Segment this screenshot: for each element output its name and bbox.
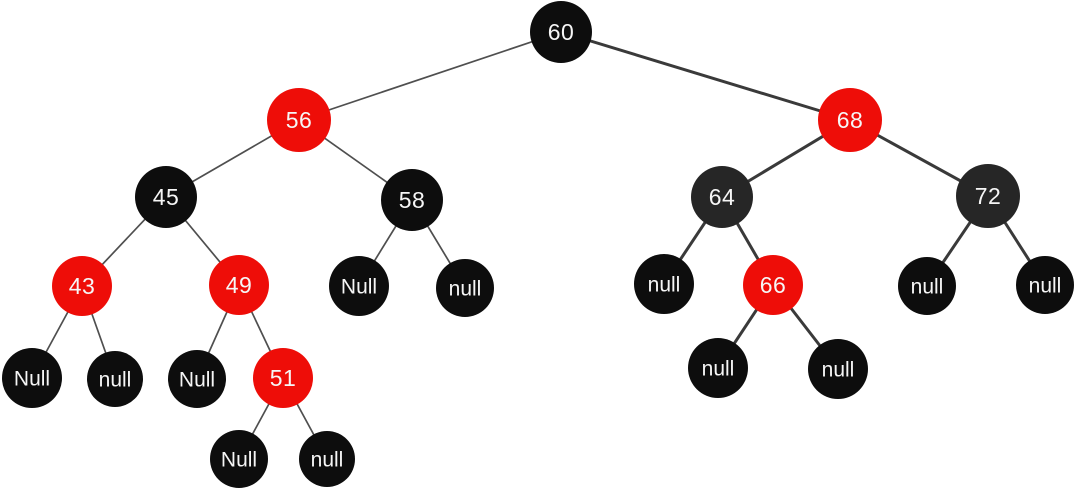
tree-node-null43R: null bbox=[87, 351, 143, 407]
node-label: 66 bbox=[760, 272, 787, 298]
tree-node-null58L: Null bbox=[329, 256, 389, 316]
node-circle-null bbox=[329, 256, 389, 316]
tree-node-null66L: null bbox=[688, 338, 748, 398]
node-circle-null bbox=[168, 350, 226, 408]
node-circle-null bbox=[808, 339, 868, 399]
node-circle-66 bbox=[743, 255, 803, 315]
node-label: 43 bbox=[69, 273, 96, 299]
tree-node-null49L: Null bbox=[168, 350, 226, 408]
node-circle-null bbox=[1016, 256, 1074, 314]
node-label: 68 bbox=[837, 107, 864, 133]
node-label: null bbox=[648, 273, 681, 296]
node-label: 51 bbox=[270, 365, 297, 391]
tree-node-null43L: Null bbox=[2, 348, 62, 408]
node-label: 60 bbox=[548, 19, 575, 45]
node-label: 49 bbox=[226, 272, 253, 298]
tree-edge-n60-n56 bbox=[298, 31, 562, 121]
node-label: Null bbox=[179, 368, 215, 391]
node-circle-64 bbox=[691, 166, 753, 228]
node-label: null bbox=[449, 277, 482, 300]
node-label: 64 bbox=[709, 184, 736, 210]
tree-edge-n60-n68 bbox=[559, 30, 852, 122]
tree-node-null72L: null bbox=[898, 257, 956, 315]
node-circle-null bbox=[299, 431, 355, 487]
node-label: null bbox=[1029, 274, 1062, 297]
tree-node-n49: 49 bbox=[209, 255, 269, 315]
tree-node-n60: 60 bbox=[530, 1, 592, 63]
tree-node-n66: 66 bbox=[743, 255, 803, 315]
tree-node-null64L: null bbox=[634, 254, 694, 314]
node-label: 45 bbox=[153, 184, 180, 210]
node-label: Null bbox=[341, 275, 377, 298]
node-circle-null bbox=[634, 254, 694, 314]
node-circle-null bbox=[898, 257, 956, 315]
tree-node-n58: 58 bbox=[381, 169, 443, 231]
node-label: 58 bbox=[399, 187, 426, 213]
tree-node-null51L: Null bbox=[210, 430, 268, 488]
node-circle-null bbox=[436, 259, 494, 317]
tree-node-n72: 72 bbox=[956, 164, 1020, 228]
tree-node-null58R: null bbox=[436, 259, 494, 317]
node-circle-45 bbox=[135, 166, 197, 228]
node-circle-null bbox=[2, 348, 62, 408]
node-circle-49 bbox=[209, 255, 269, 315]
node-label: null bbox=[702, 357, 735, 380]
tree-node-null66R: null bbox=[808, 339, 868, 399]
node-label: 72 bbox=[975, 183, 1002, 209]
tree-node-n45: 45 bbox=[135, 166, 197, 228]
node-circle-60 bbox=[530, 1, 592, 63]
node-circle-null bbox=[688, 338, 748, 398]
node-label: null bbox=[99, 368, 132, 391]
tree-node-n64: 64 bbox=[691, 166, 753, 228]
node-circle-56 bbox=[267, 88, 331, 152]
tree-node-null51R: null bbox=[299, 431, 355, 487]
tree-node-null72R: null bbox=[1016, 256, 1074, 314]
tree-node-n43: 43 bbox=[52, 256, 112, 316]
node-label: null bbox=[311, 448, 344, 471]
node-label: null bbox=[822, 358, 855, 381]
node-label: 56 bbox=[286, 107, 313, 133]
node-circle-68 bbox=[818, 88, 882, 152]
node-circle-null bbox=[87, 351, 143, 407]
node-circle-58 bbox=[381, 169, 443, 231]
node-circle-43 bbox=[52, 256, 112, 316]
node-circle-51 bbox=[253, 348, 313, 408]
node-circle-72 bbox=[956, 164, 1020, 228]
tree-node-n56: 56 bbox=[267, 88, 331, 152]
node-label: Null bbox=[221, 448, 257, 471]
node-circle-null bbox=[210, 430, 268, 488]
tree-node-n51: 51 bbox=[253, 348, 313, 408]
tree-node-n68: 68 bbox=[818, 88, 882, 152]
node-label: null bbox=[911, 275, 944, 298]
node-label: Null bbox=[14, 367, 50, 390]
